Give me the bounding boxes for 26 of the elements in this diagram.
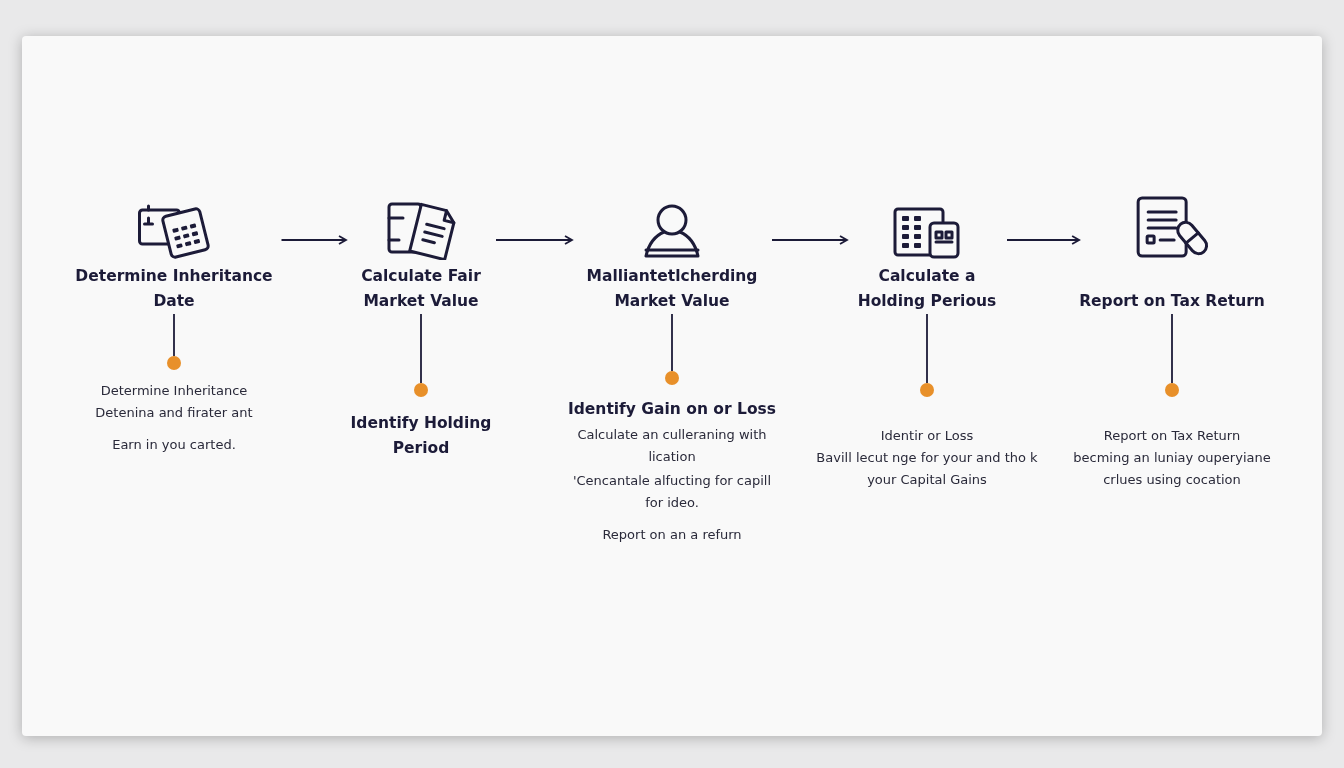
description-text: Report on Tax Return <box>1103 427 1241 445</box>
step-title: Malliantetlcherding Market Value <box>585 266 759 312</box>
arrow <box>771 235 848 245</box>
description-text: Bavill lecut nge for your and tho k your Capital Gains <box>815 449 1039 489</box>
step-subtitle: Identify Holding Period <box>349 413 493 459</box>
connector-line <box>926 313 928 384</box>
description-text: Determine Inheritance <box>100 382 248 400</box>
step-title: Determine Inheritance Date <box>74 266 274 312</box>
arrow <box>1006 235 1081 245</box>
arrow <box>495 235 573 245</box>
description-text: Earn in you carted. <box>112 436 236 454</box>
description-text: 'Cencantale alfucting for capill for ideo. <box>571 472 773 512</box>
connector-line <box>173 313 175 357</box>
description-text: becming an luniay ouperyiane crlues using cocation <box>1072 449 1272 489</box>
connector-line <box>420 313 422 384</box>
connector-line <box>1171 313 1173 384</box>
description-text: Report on an a refurn <box>602 526 742 544</box>
description-text: Calculate an culleraning with lication <box>576 426 768 466</box>
description-text: Identir or Loss <box>880 427 974 445</box>
description-text: Detenina and firater ant <box>95 404 253 422</box>
connector-line <box>671 313 673 372</box>
step-subtitle: Identify Gain on or Loss <box>567 399 776 420</box>
step-title: Calculate a Holding Perious <box>856 266 998 312</box>
step-title: Report on Tax Return <box>1079 291 1265 312</box>
step-title: Calculate Fair Market Value <box>360 266 482 312</box>
arrow <box>280 235 347 245</box>
